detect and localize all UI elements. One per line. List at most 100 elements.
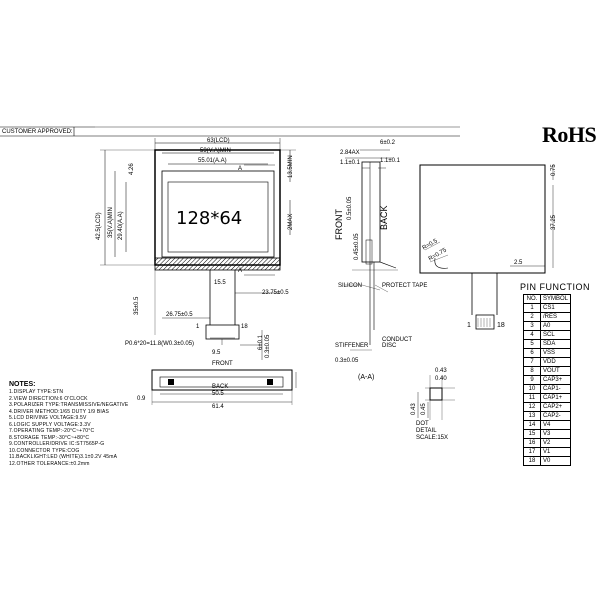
pin-no: 2 [523, 312, 541, 322]
header-symbol: SYMBOL [539, 294, 572, 304]
dim-bottom-inner: 50.5 [212, 391, 224, 397]
dim-max: 2MAX [288, 213, 294, 230]
pin-no: 1 [523, 303, 541, 313]
pin-no: 3 [523, 321, 541, 331]
dim-fpc-right-2: 0.3±0.05 [265, 334, 271, 358]
side-conduct-label: CONDUCT DISC [382, 337, 412, 349]
side-section-label: (A-A) [358, 374, 375, 381]
pin-no: 17 [523, 447, 541, 457]
pin-symbol: CAP2- [539, 411, 572, 421]
dim-right-vertical: 13.5MIN [288, 155, 294, 178]
side-back-label: BACK [379, 205, 389, 230]
pin-no: 15 [523, 429, 541, 439]
note-item: 11.BACKLIGHT:LED (WHITE)3.1±0.2V 45mA [9, 454, 118, 460]
pin-symbol: /RES [539, 312, 572, 322]
marker-a-bottom: A [238, 268, 243, 274]
back-dim-1: 0.75 [551, 164, 557, 176]
side-protect-tape-label: PROTECT TAPE [382, 283, 428, 289]
back-dim-2: 37.25 [551, 214, 557, 230]
pin-symbol: V2 [539, 438, 572, 448]
dim-pitch: P0.6*20=11.8(W0.3±0.05) [125, 341, 195, 347]
note-item: 9.CONTROLLER/DRIVE IC:ST7565P-G [9, 441, 105, 447]
dim-fpc-height: 35±0.5 [134, 296, 140, 315]
side-front-label: FRONT [334, 209, 344, 240]
dim-bottom-left: 0.9 [137, 396, 146, 402]
pin-symbol: V3 [539, 429, 572, 439]
side-silicon-label: SILICON [338, 283, 363, 289]
pin-no: 9 [523, 375, 541, 385]
pin-symbol: SCL [539, 330, 572, 340]
bottom-back-label: BACK [212, 384, 229, 390]
pin-symbol: A0 [539, 321, 572, 331]
pin-no: 5 [523, 339, 541, 349]
header-no: NO. [523, 294, 541, 304]
fpc-pin-18: 18 [241, 324, 248, 330]
pin-no: 12 [523, 402, 541, 412]
pin-symbol: CAP1- [539, 384, 572, 394]
note-item: 12.OTHER TOLERANCE:±0.2mm [9, 460, 90, 467]
marker-a-top: A [238, 166, 243, 172]
pin-no: 16 [523, 438, 541, 448]
dim-fpc-bottom: 9.5 [212, 350, 221, 356]
dot-dim-v1: 0.43 [411, 403, 417, 415]
note-item: 2.VIEW DIRECTION:6 O'CLOCK [9, 395, 88, 402]
pin-symbol: CS1 [539, 303, 572, 313]
back-dim-3: 2.5 [514, 260, 523, 266]
pin-symbol: VOUT [539, 366, 572, 376]
dim-width-aa: 55.01(A.A) [198, 158, 227, 164]
note-item: 7.OPERATING TEMP:-20°C~+70°C [9, 428, 95, 434]
dot-dim-1: 0.43 [435, 368, 447, 374]
dim-bottom-outer: 61.4 [212, 404, 224, 410]
dim-fpc-mid: 26.75±0.5 [166, 312, 193, 318]
back-pin-1: 1 [467, 322, 471, 329]
pin-no: 10 [523, 384, 541, 394]
pin-no: 8 [523, 366, 541, 376]
pin-no: 7 [523, 357, 541, 367]
note-item: 5.LCD DRIVING VOLTAGE:9.5V [9, 415, 87, 421]
pin-no: 14 [523, 420, 541, 430]
pin-symbol: V0 [539, 456, 572, 466]
pin-symbol: VSS [539, 348, 572, 358]
pin-symbol: V4 [539, 420, 572, 430]
side-dim-top-1: 6±0.2 [380, 140, 395, 146]
side-stiffener-label: STIFFENER [335, 343, 369, 349]
dot-dim-2: 0.40 [435, 376, 447, 382]
dim-height-va: 35(V.A)MIN [108, 207, 114, 238]
dim-top-margin: 4.26 [129, 163, 135, 175]
rohs-mark: RoHS [542, 122, 597, 147]
front-label: FRONT [212, 361, 233, 367]
dim-width-lcd: 63(LCD) [207, 138, 230, 144]
pin-symbol: SDA [539, 339, 572, 349]
pin-no: 11 [523, 393, 541, 403]
note-item: 6.LOGIC SUPPLY VOLTAGE:3.3V [9, 421, 91, 428]
pin-no: 18 [523, 456, 541, 466]
side-thick-2: 0.3±0.05 [335, 358, 359, 364]
back-pin-18: 18 [497, 322, 505, 329]
note-item: 3.POLARIZER TYPE:TRANSMISSIVE/NEGATIVE [9, 402, 129, 408]
pin-symbol: VDD [539, 357, 572, 367]
table-row: 2/RES [523, 312, 572, 322]
pin-symbol: V1 [539, 447, 572, 457]
note-item: 4.DRIVER METHOD:1/65 DUTY 1/9 BIAS [9, 408, 110, 415]
note-item: 1.DISPLAY TYPE:STN [9, 389, 64, 395]
side-dim-a2: 1.1±0.1 [380, 158, 400, 164]
notes-list: 1.DISPLAY TYPE:STN 2.VIEW DIRECTION:6 O'… [9, 389, 149, 467]
table-header-row: NO. SYMBOL [523, 294, 572, 304]
pin-no: 13 [523, 411, 541, 421]
dim-width-va: 59(V.A)MIN [200, 148, 231, 154]
